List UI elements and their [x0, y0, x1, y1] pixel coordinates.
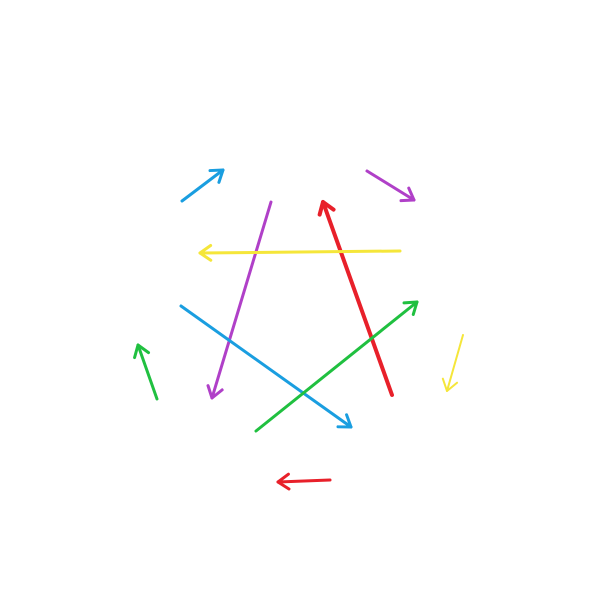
- arrow-blue-short-head: [208, 168, 225, 184]
- arrow-green-short-shaft: [136, 343, 159, 401]
- arrow-red-short-shaft: [276, 478, 332, 484]
- arrow-yellow-long-shaft: [198, 249, 402, 255]
- arrow-red-short: [276, 472, 332, 491]
- arrow-blue-short-shaft: [180, 168, 225, 203]
- arrow-purple-long: [206, 200, 273, 400]
- arrow-yellow-short-head: [441, 377, 459, 392]
- arrow-blue-long-shaft: [179, 304, 353, 429]
- arrow-red-long-shaft: [321, 200, 394, 397]
- arrow-blue-short: [180, 168, 225, 203]
- arrow-green-short: [133, 343, 159, 401]
- arrow-yellow-long: [198, 244, 402, 262]
- arrow-green-long: [254, 300, 419, 433]
- arrow-purple-long-head: [206, 384, 224, 400]
- arrow-green-long-head: [402, 300, 419, 316]
- arrow-purple-short-shaft: [365, 169, 416, 202]
- arrow-yellow-long-head: [198, 244, 213, 262]
- arrow-red-long-head: [317, 200, 336, 217]
- arrows-group: [133, 168, 464, 491]
- arrow-green-long-shaft: [254, 300, 419, 433]
- arrow-yellow-short-shaft: [446, 334, 464, 392]
- arrow-purple-short-head: [399, 186, 416, 203]
- arrow-green-short-head: [133, 343, 151, 360]
- arrow-red-long: [317, 200, 394, 397]
- arrow-blue-long-head: [336, 413, 353, 429]
- arrow-blue-long: [179, 304, 353, 429]
- arrow-red-short-head: [276, 472, 291, 491]
- arrow-yellow-short: [441, 334, 464, 392]
- arrow-purple-long-shaft: [210, 200, 273, 400]
- arrow-purple-short: [365, 169, 416, 203]
